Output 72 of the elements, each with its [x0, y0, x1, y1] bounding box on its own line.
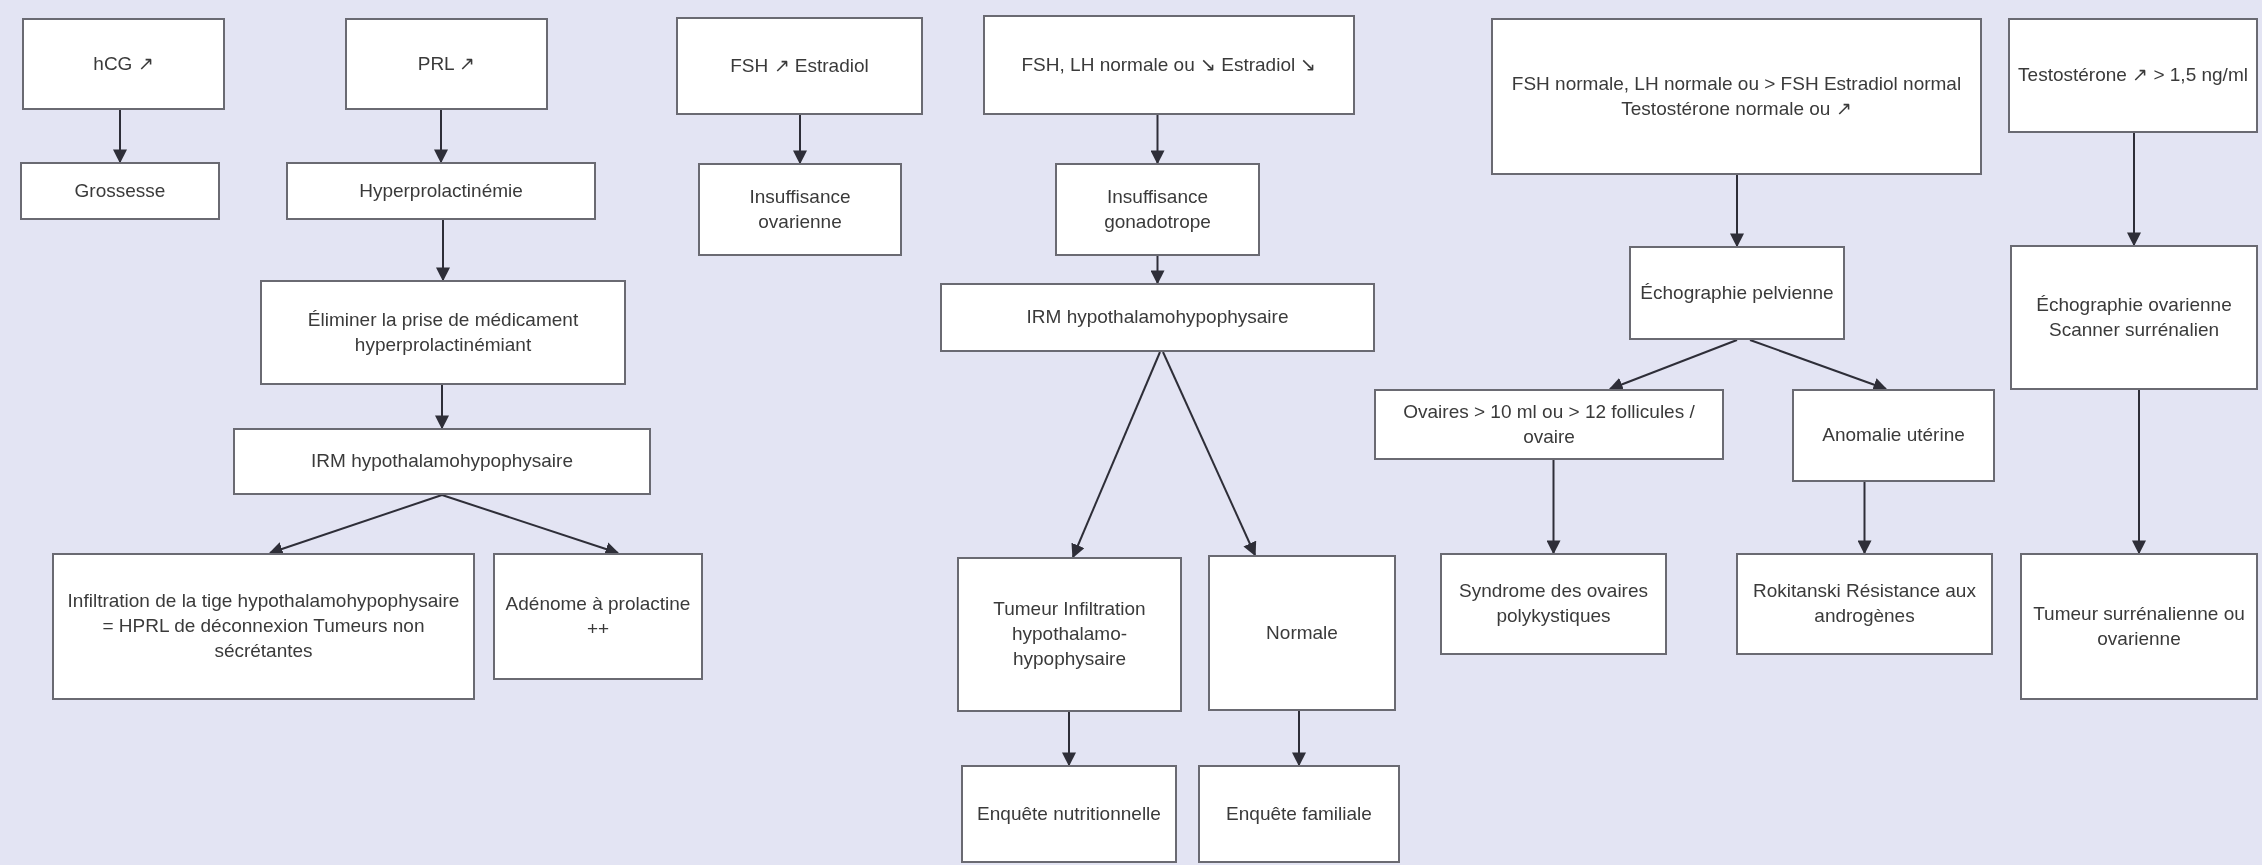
box-text: Infiltration de la tige hypothalamohypophysaire = HPRL de déconnexion Tumeurs non sécrétantes	[66, 589, 461, 663]
box-text: FSH, LH normale ou ↘ Estradiol ↘	[1021, 52, 1317, 77]
arrow	[1071, 351, 1161, 559]
process-box	[698, 163, 902, 256]
process-box	[22, 18, 225, 110]
box-text: IRM hypothalamohypophysaire	[1026, 305, 1289, 330]
box-text: Grossesse	[74, 178, 166, 203]
process-box	[940, 283, 1375, 352]
arrow	[436, 219, 450, 282]
process-box	[286, 162, 596, 220]
process-box	[1198, 765, 1400, 863]
process-box	[676, 17, 923, 115]
box-text: Syndrome des ovaires polykystiques	[1457, 579, 1649, 628]
process-box	[1736, 553, 1993, 655]
box-text: Normale	[1266, 620, 1338, 645]
box-text: Échographie ovarienne Scanner surrénalien	[2035, 292, 2233, 342]
process-box	[233, 428, 651, 495]
arrow	[1292, 710, 1306, 767]
box-text: FSH ↗ Estradiol	[730, 53, 869, 78]
box-text: IRM hypothalamohypophysaire	[311, 449, 573, 474]
process-box	[1792, 389, 1995, 482]
arrow	[1150, 114, 1165, 165]
box-text: Insuffisance gonadotrope	[1103, 184, 1212, 234]
process-box	[1629, 246, 1845, 340]
box-text: Hyperprolactinémie	[359, 178, 523, 203]
box-text: Testostérone ↗ > 1,5 ng/ml	[2018, 63, 2248, 88]
arrow	[1546, 459, 1561, 555]
box-text: FSH normale, LH normale ou > FSH Estradiol normal Testostérone normale ou ↗	[1510, 71, 1963, 121]
arrow	[1749, 339, 1888, 392]
process-box	[2008, 18, 2258, 133]
box-text: Enquête familiale	[1226, 801, 1372, 826]
process-box	[345, 18, 548, 110]
box-text: Adénome à prolactine ++	[504, 591, 692, 641]
process-box	[1208, 555, 1396, 711]
box-text: Tumeur Infiltration hypothalamo-hypophysaire	[992, 597, 1147, 671]
process-box	[2010, 245, 2258, 390]
arrow	[793, 114, 807, 165]
process-box	[961, 765, 1177, 863]
process-box	[52, 553, 475, 700]
arrow	[268, 494, 443, 556]
box-text: Ovaires > 10 ml ou > 12 follicules / ovaire	[1402, 399, 1696, 449]
box-text: Tumeur surrénalienne ou ovarienne	[2032, 601, 2246, 651]
box-text: PRL ↗	[417, 51, 476, 76]
box-text: Insuffisance ovarienne	[748, 184, 852, 234]
process-box	[1374, 389, 1724, 460]
box-text: Anomalie utérine	[1822, 423, 1965, 448]
process-box	[493, 553, 703, 680]
arrow	[441, 494, 620, 556]
arrow	[1162, 351, 1257, 557]
process-box	[957, 557, 1182, 712]
arrow	[434, 109, 448, 164]
box-text: hCG ↗	[93, 51, 154, 76]
box-text: Éliminer la prise de médicament hyperprolactinémiant	[306, 307, 580, 357]
arrow	[435, 384, 449, 430]
arrow	[1857, 481, 1872, 555]
box-text: Échographie pelvienne	[1640, 280, 1834, 305]
box-text: Enquête nutritionnelle	[977, 801, 1161, 826]
arrow	[2132, 389, 2146, 555]
arrow	[2127, 132, 2141, 247]
process-box	[1055, 163, 1260, 256]
process-box	[2020, 553, 2258, 700]
process-box	[1491, 18, 1982, 175]
arrow	[1150, 255, 1165, 285]
process-box	[983, 15, 1355, 115]
box-text: Rokitanski Résistance aux androgènes	[1752, 579, 1977, 628]
process-box	[1440, 553, 1667, 655]
arrow	[1062, 711, 1076, 767]
process-box	[20, 162, 220, 220]
process-box	[260, 280, 626, 385]
arrow	[113, 109, 127, 164]
arrow	[1608, 339, 1738, 391]
arrow	[1730, 174, 1744, 248]
